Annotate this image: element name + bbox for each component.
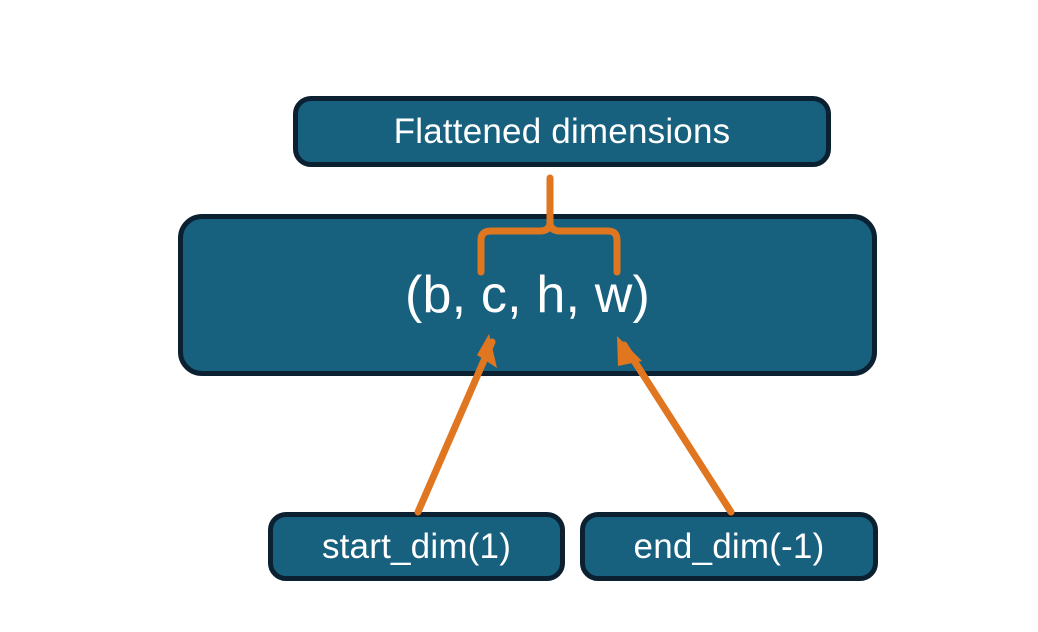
- node-tensor-shape-label: (b, c, h, w): [404, 266, 651, 324]
- node-tensor-shape[interactable]: (b, c, h, w): [178, 214, 877, 376]
- node-end-dim[interactable]: end_dim(-1): [580, 512, 878, 581]
- node-flattened-dimensions[interactable]: Flattened dimensions: [293, 96, 831, 167]
- node-start-dim[interactable]: start_dim(1): [268, 512, 565, 581]
- node-start-dim-label: start_dim(1): [321, 527, 512, 566]
- node-flattened-dimensions-label: Flattened dimensions: [393, 112, 731, 151]
- node-end-dim-label: end_dim(-1): [633, 527, 825, 566]
